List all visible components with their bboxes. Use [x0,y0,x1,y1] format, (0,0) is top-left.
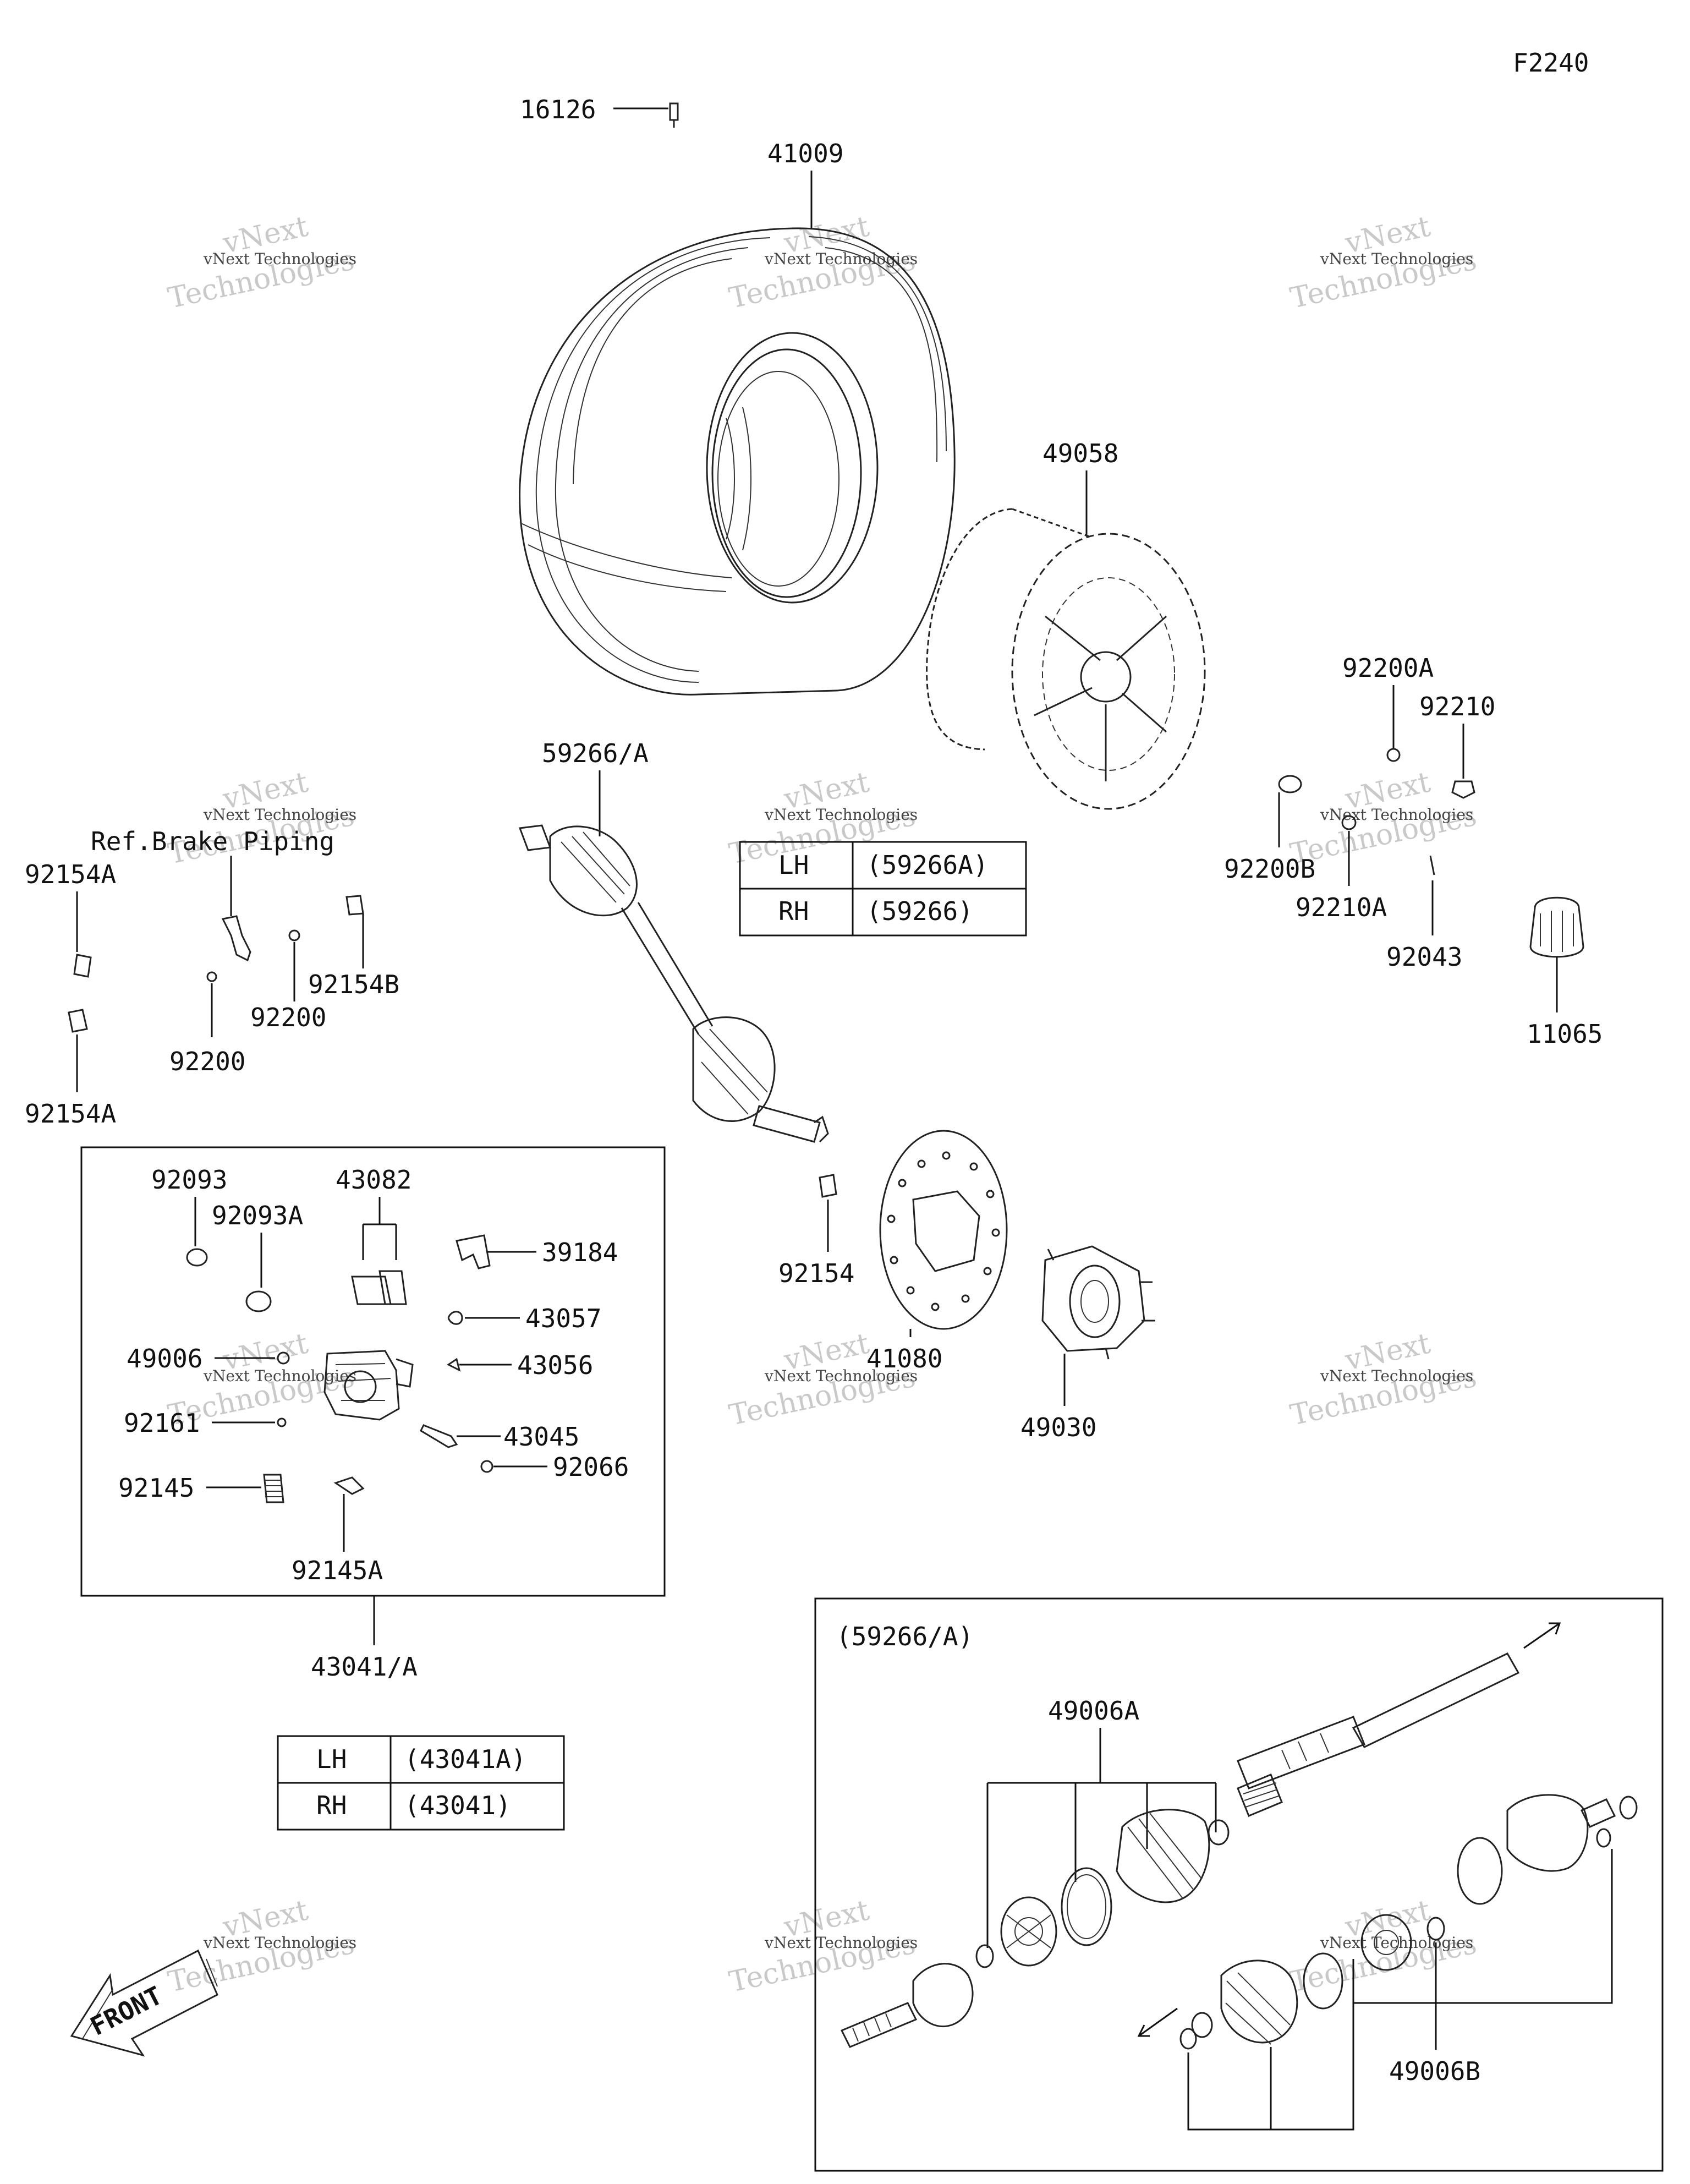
label-92154B: 92154B [308,970,399,999]
brake-piping-hardware: Ref.Brake Piping 92154A 92154B 92200 922… [25,826,399,1129]
svg-text:vNext Technologies: vNext Technologies [764,806,918,824]
label-92066: 92066 [553,1452,629,1482]
wheel-nut-hardware: 92200A 92210 92200B 92210A 92043 11065 [1224,653,1603,1049]
label-92145: 92145 [118,1473,194,1503]
label-43045: 43045 [503,1422,579,1452]
label-92210A: 92210A [1296,893,1387,922]
table-43041-row-2-part: (43041) [404,1791,511,1820]
label-92145A: 92145A [292,1556,383,1585]
svg-text:vNext Technologies: vNext Technologies [764,250,918,268]
label-92161: 92161 [124,1408,200,1438]
table-59266-row-1-part: (59266A) [866,850,989,880]
table-43041: LH (43041A) RH (43041) [277,1735,565,1831]
label-49006A: 49006A [1048,1696,1139,1726]
svg-text:vNext Technologies: vNext Technologies [203,806,356,824]
wheel-hub-part: 49030 [1020,1245,1155,1442]
table-59266-row-2-part: (59266) [866,896,973,926]
svg-text:vNext Technologies: vNext Technologies [203,1367,356,1385]
label-92210: 92210 [1419,692,1495,721]
watermark-2: vNext Technologies vNext Technologies [726,210,918,315]
front-label: FRONT [85,1980,167,2041]
label-92093: 92093 [151,1165,227,1195]
caliper-box [80,1146,666,1597]
watermark-9: vNext Technologies vNext Technologies [1287,1327,1479,1432]
label-92200B: 92200B [1224,854,1315,884]
watermark-3: vNext Technologies vNext Technologies [1287,210,1479,315]
brake-disc-part: 92154 41080 [778,1130,1008,1373]
valve-stem-part: 16126 [520,95,679,128]
table-59266-row-2-side: RH [778,896,809,926]
label-41009: 41009 [767,139,843,168]
watermark-1: vNext Technologies vNext Technologies [165,210,357,315]
detail-title: (59266/A) [836,1622,973,1651]
table-43041-row-2-side: RH [316,1791,347,1820]
watermark-12: vNext Technologies vNext Technologies [1287,1894,1479,1999]
label-43082: 43082 [336,1165,411,1195]
detail-frame [814,1597,1664,2172]
label-43057: 43057 [525,1304,601,1333]
watermark-6: vNext Technologies vNext Technologies [1287,766,1479,871]
wheel-rim-part: 49058 [926,439,1206,810]
drive-shaft-part: 59266/A [518,738,829,1143]
label-92200-b: 92200 [169,1047,245,1076]
label-92154A-bottom: 92154A [25,1099,116,1129]
svg-text:vNext Technologies: vNext Technologies [203,250,356,268]
table-59266-row-1-side: LH [778,850,809,880]
watermark-11: vNext Technologies vNext Technologies [726,1894,918,1999]
svg-text:vNext Technologies: vNext Technologies [1320,806,1473,824]
label-92154: 92154 [778,1258,854,1288]
svg-text:vNext Technologies: vNext Technologies [203,1934,356,1952]
label-39184: 39184 [542,1238,618,1267]
label-59266a: 59266/A [542,738,649,768]
label-92154A-top: 92154A [25,860,116,889]
svg-text:vNext Technologies: vNext Technologies [764,1367,918,1385]
table-43041-row-1-part: (43041A) [404,1744,526,1774]
label-49030: 49030 [1020,1413,1096,1442]
table-43041-row-1-side: LH [316,1744,347,1774]
label-92093A: 92093A [212,1201,303,1230]
watermark-8: vNext Technologies vNext Technologies [726,1327,918,1432]
svg-text:vNext Technologies: vNext Technologies [1320,250,1473,268]
label-49006B: 49006B [1389,2056,1480,2086]
svg-text:vNext Technologies: vNext Technologies [1320,1367,1473,1385]
label-43056: 43056 [517,1350,593,1380]
label-ref-brake-piping: Ref.Brake Piping [91,826,334,856]
shaft-detail-box: (59266/A) 49006A [814,1597,1664,2172]
svg-text:vNext Technologies: vNext Technologies [764,1934,918,1952]
label-92043: 92043 [1386,942,1462,972]
label-92200A: 92200A [1342,653,1434,683]
label-11065: 11065 [1527,1019,1603,1049]
watermark-10: vNext Technologies vNext Technologies [165,1894,357,1999]
label-92200-a: 92200 [250,1003,326,1032]
tire-part: 41009 [519,139,956,696]
watermarks: vNext Technologies vNext Technologies vN… [165,210,1479,1999]
label-49006: 49006 [127,1344,202,1373]
label-49058: 49058 [1042,439,1118,468]
brake-caliper-assembly: 92093 92093A 43082 39184 43057 49006 430… [80,1146,666,1682]
figure-code: F2240 [1513,48,1589,78]
table-59266: LH (59266A) RH (59266) [739,841,1027,937]
label-16126: 16126 [520,95,596,124]
label-41080: 41080 [866,1344,942,1373]
label-43041a: 43041/A [311,1652,418,1682]
